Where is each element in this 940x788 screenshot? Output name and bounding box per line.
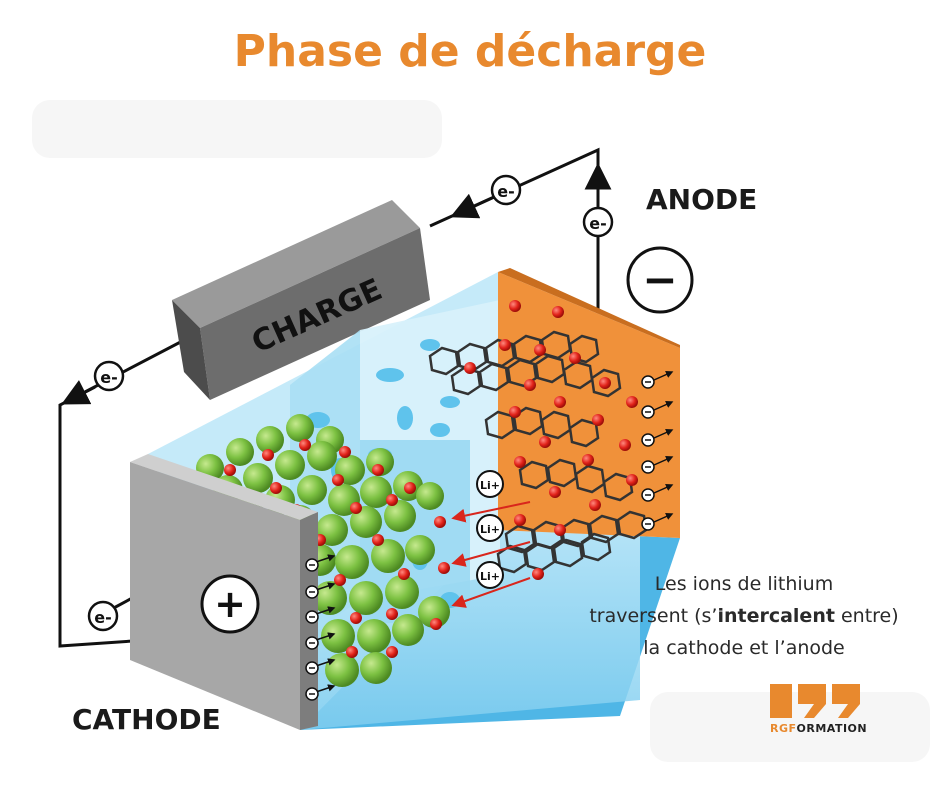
- blank-banner-2: [650, 692, 930, 762]
- svg-text:Li+: Li+: [480, 523, 500, 536]
- caption: Les ions de lithium traversent (s’interc…: [560, 568, 928, 664]
- rgformation-logo: RGFORMATION: [770, 684, 868, 740]
- electron-badge: e-: [582, 206, 614, 238]
- cathode-label: CATHODE: [72, 703, 221, 736]
- logo-mark-icon: [770, 684, 860, 718]
- cathode-plus-sign: +: [200, 574, 260, 634]
- svg-text:−: −: [642, 255, 677, 304]
- anode-minus-sign: −: [626, 246, 694, 314]
- lithium-ions-anode: [464, 300, 638, 580]
- svg-text:+: +: [214, 582, 246, 626]
- caption-line-3: la cathode et l’anode: [643, 637, 845, 659]
- lithium-migration-arrows: [451, 501, 531, 608]
- electron-badge: e-: [490, 174, 522, 206]
- svg-text:Li+: Li+: [480, 479, 500, 492]
- lithium-ion-badge: Li+: [476, 561, 504, 589]
- svg-text:e-: e-: [497, 182, 515, 201]
- svg-text:e-: e-: [100, 368, 118, 387]
- electron-badge: e-: [93, 360, 125, 392]
- lithium-ion-badge: Li+: [476, 470, 504, 498]
- page-title: Phase de décharge: [233, 26, 707, 77]
- svg-text:e-: e-: [589, 214, 607, 233]
- caption-line-2: traversent (s’intercalent entre): [589, 605, 899, 627]
- lithium-ions-cathode: [224, 439, 450, 658]
- cathode-electrons: [305, 554, 336, 701]
- svg-text:e-: e-: [94, 608, 112, 627]
- charge-load: CHARGE: [172, 200, 430, 400]
- wire-arrow-down: [61, 380, 96, 405]
- anode-electrons: [641, 371, 674, 531]
- electron-badge: e-: [87, 600, 119, 632]
- logo-text: RGFORMATION: [770, 722, 868, 735]
- lithium-ion-badge: Li+: [476, 514, 504, 542]
- caption-line-1: Les ions de lithium: [654, 573, 834, 595]
- anode-label: ANODE: [646, 183, 758, 216]
- svg-text:Li+: Li+: [480, 570, 500, 583]
- blank-banner: [32, 100, 442, 158]
